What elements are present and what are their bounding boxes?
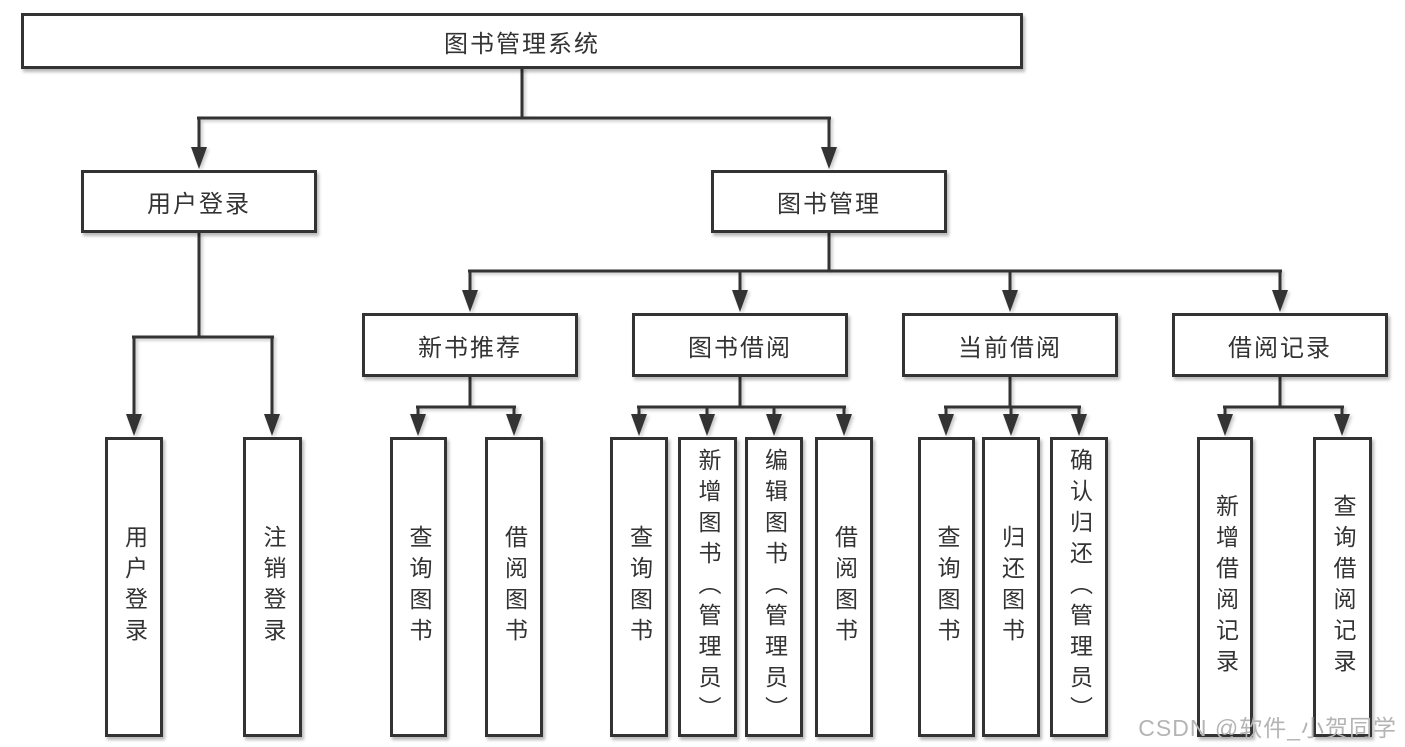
connector-book-management-to-level3: [462, 233, 1288, 312]
node-book-management: 图书管理: [711, 170, 947, 233]
connector-root-to-level2: [191, 67, 837, 169]
node-user-login: 用户登录: [81, 170, 317, 233]
node-label: 借阅图书: [831, 525, 858, 649]
node-label: 归还图书: [998, 525, 1025, 649]
leaf-user-login: 用户登录: [105, 437, 163, 737]
leaf-add-book-admin: 新增图书（管理员）: [678, 437, 737, 737]
node-label: 新书推荐: [418, 334, 522, 362]
leaf-borrow-books: 借阅图书: [815, 437, 873, 737]
node-label: 新增图书（管理员）: [695, 447, 721, 727]
node-new-book-recommendation: 新书推荐: [362, 313, 578, 377]
connector-new-book-to-leaves: [410, 377, 522, 436]
node-label: 确认归还（管理员）: [1066, 447, 1093, 727]
node-label: 用户登录: [147, 191, 251, 218]
node-label: 查询图书: [406, 525, 432, 649]
leaf-add-borrow-record: 新增借阅记录: [1197, 437, 1253, 737]
node-label: 用户登录: [121, 525, 148, 649]
connector-borrow-records-to-leaves: [1217, 377, 1350, 436]
node-label: 借阅记录: [1228, 334, 1332, 362]
leaf-query-books-current: 查询图书: [918, 437, 975, 737]
node-label: 图书管理系统: [444, 30, 600, 58]
leaf-edit-book-admin: 编辑图书（管理员）: [745, 437, 803, 737]
connector-current-borrow-to-leaves: [938, 377, 1087, 436]
node-label: 查询图书: [626, 525, 653, 649]
node-label: 编辑图书（管理员）: [761, 447, 788, 727]
leaf-confirm-return-admin: 确认归还（管理员）: [1050, 437, 1108, 737]
node-label: 注销登录: [260, 525, 286, 649]
node-label: 查询借阅记录: [1330, 494, 1356, 680]
leaf-logout: 注销登录: [243, 437, 302, 737]
node-current-borrowing: 当前借阅: [902, 313, 1118, 377]
node-label: 图书借阅: [688, 334, 792, 362]
csdn-watermark: CSDN @软件_小贺同学: [1138, 715, 1397, 741]
leaf-return-books: 归还图书: [982, 437, 1040, 737]
connector-book-borrow-to-leaves: [631, 377, 852, 436]
leaf-query-borrow-record: 查询借阅记录: [1313, 437, 1372, 737]
node-borrowing-records: 借阅记录: [1172, 313, 1388, 377]
node-book-borrowing: 图书借阅: [632, 313, 848, 377]
node-label: 借阅图书: [501, 525, 528, 649]
leaf-query-books-borrow: 查询图书: [610, 437, 668, 737]
node-library-management-system: 图书管理系统: [21, 13, 1023, 69]
leaf-borrow-books-recommend: 借阅图书: [485, 437, 543, 737]
node-label: 新增借阅记录: [1212, 494, 1239, 680]
connector-user-login-to-leaves: [126, 233, 280, 436]
node-label: 图书管理: [777, 191, 881, 218]
node-label: 查询图书: [934, 525, 960, 649]
leaf-query-books-recommend: 查询图书: [390, 437, 447, 737]
node-label: 当前借阅: [958, 334, 1062, 362]
